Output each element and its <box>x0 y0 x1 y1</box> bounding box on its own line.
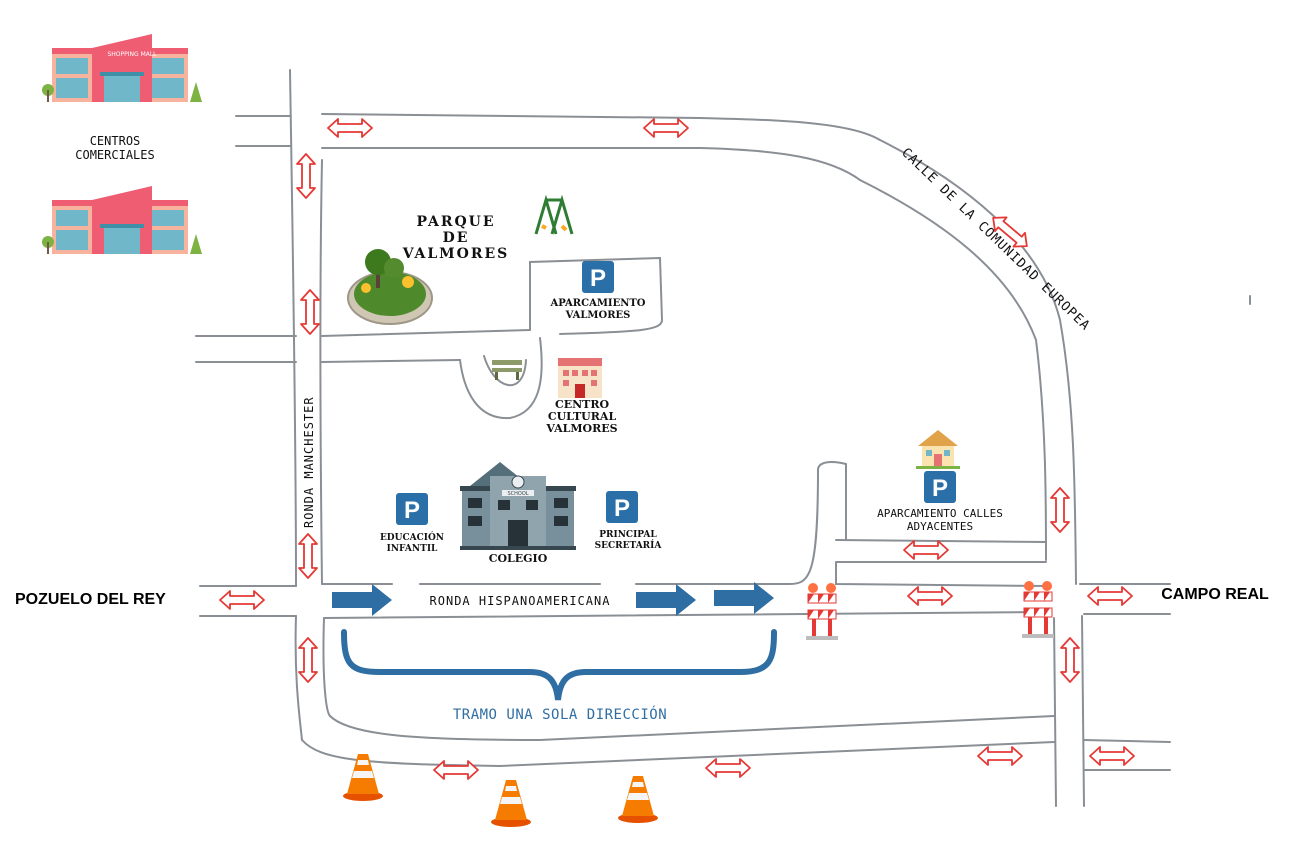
two-way-arrow-icon <box>1089 746 1135 766</box>
two-way-arrow-icon <box>296 153 316 199</box>
roads <box>195 69 1251 807</box>
park-bench-icon <box>492 360 522 380</box>
label-colegio: COLEGIO <box>488 552 548 565</box>
label-aparcamiento-valmores: APARCAMIENTO VALMORES <box>550 298 646 321</box>
park-trees-icon <box>347 249 433 325</box>
label-aparcamiento-calles: APARCAMIENTO CALLES ADYACENTES <box>877 507 1003 533</box>
two-way-arrow-icon <box>1087 586 1133 606</box>
two-way-arrow-icon <box>433 760 479 780</box>
two-way-arrow-icon <box>219 590 265 610</box>
two-way-arrow-icon <box>705 758 751 778</box>
label-centros-comerciales: CENTROS COMERCIALES <box>75 134 155 162</box>
house-icon <box>916 430 960 469</box>
street-ronda-manchester: RONDA MANCHESTER <box>302 396 316 528</box>
parking-icon <box>396 493 428 525</box>
two-way-arrow-icon <box>643 118 689 138</box>
shopping-mall-icon: SHOPPING MALL <box>42 34 202 102</box>
two-way-arrow-icon <box>1050 487 1070 533</box>
playground-swing-icon <box>534 194 574 235</box>
one-way-arrow-icon <box>636 584 696 616</box>
label-principal-secretaria: PRINCIPAL SECRETARÍA <box>594 530 662 551</box>
traffic-cone-icon <box>491 780 531 827</box>
school-building-icon: SCHOOL <box>460 462 576 550</box>
two-way-arrow-icon <box>298 533 318 579</box>
label-parque-valmores: PARQUE DE VALMORES <box>402 214 510 262</box>
mall-sign-line: SHOPPING MALL <box>107 51 157 58</box>
one-way-arrows <box>332 582 774 616</box>
parking-icon <box>606 491 638 523</box>
one-way-arrow-icon <box>714 582 774 614</box>
place-campo-real: CAMPO REAL <box>1161 586 1269 603</box>
road-barrier-icon <box>805 582 839 641</box>
mall-sign: SHOPPING MALL <box>107 51 157 58</box>
parking-icon <box>582 261 614 293</box>
one-way-arrow-icon <box>332 584 392 616</box>
parking-icon <box>924 471 956 503</box>
cultural-center-icon <box>558 358 602 398</box>
label-centro-cultural: CENTRO CULTURAL VALMORES <box>546 398 618 435</box>
two-way-arrow-icon <box>903 540 949 560</box>
road-barrier-icon <box>1021 580 1055 639</box>
street-ronda-hispanoamericana: RONDA HISPANOAMERICANA <box>429 594 611 608</box>
traffic-cone-icon <box>618 776 658 823</box>
school-sign: SCHOOL <box>507 491 528 497</box>
label-educacion-infantil: EDUCACIÓN INFANTIL <box>379 533 445 554</box>
two-way-arrow-icon <box>300 289 320 335</box>
two-way-arrow-icon <box>327 118 373 138</box>
two-way-arrow-icon <box>977 746 1023 766</box>
two-way-arrows <box>219 118 1135 780</box>
two-way-arrow-icon <box>907 586 953 606</box>
shopping-mall-icon <box>42 186 202 254</box>
place-pozuelo-del-rey: POZUELO DEL REY <box>15 591 166 608</box>
annotation-one-way-section: TRAMO UNA SOLA DIRECCIÓN <box>452 707 668 723</box>
two-way-arrow-icon <box>1060 637 1080 683</box>
two-way-arrow-icon <box>298 637 318 683</box>
